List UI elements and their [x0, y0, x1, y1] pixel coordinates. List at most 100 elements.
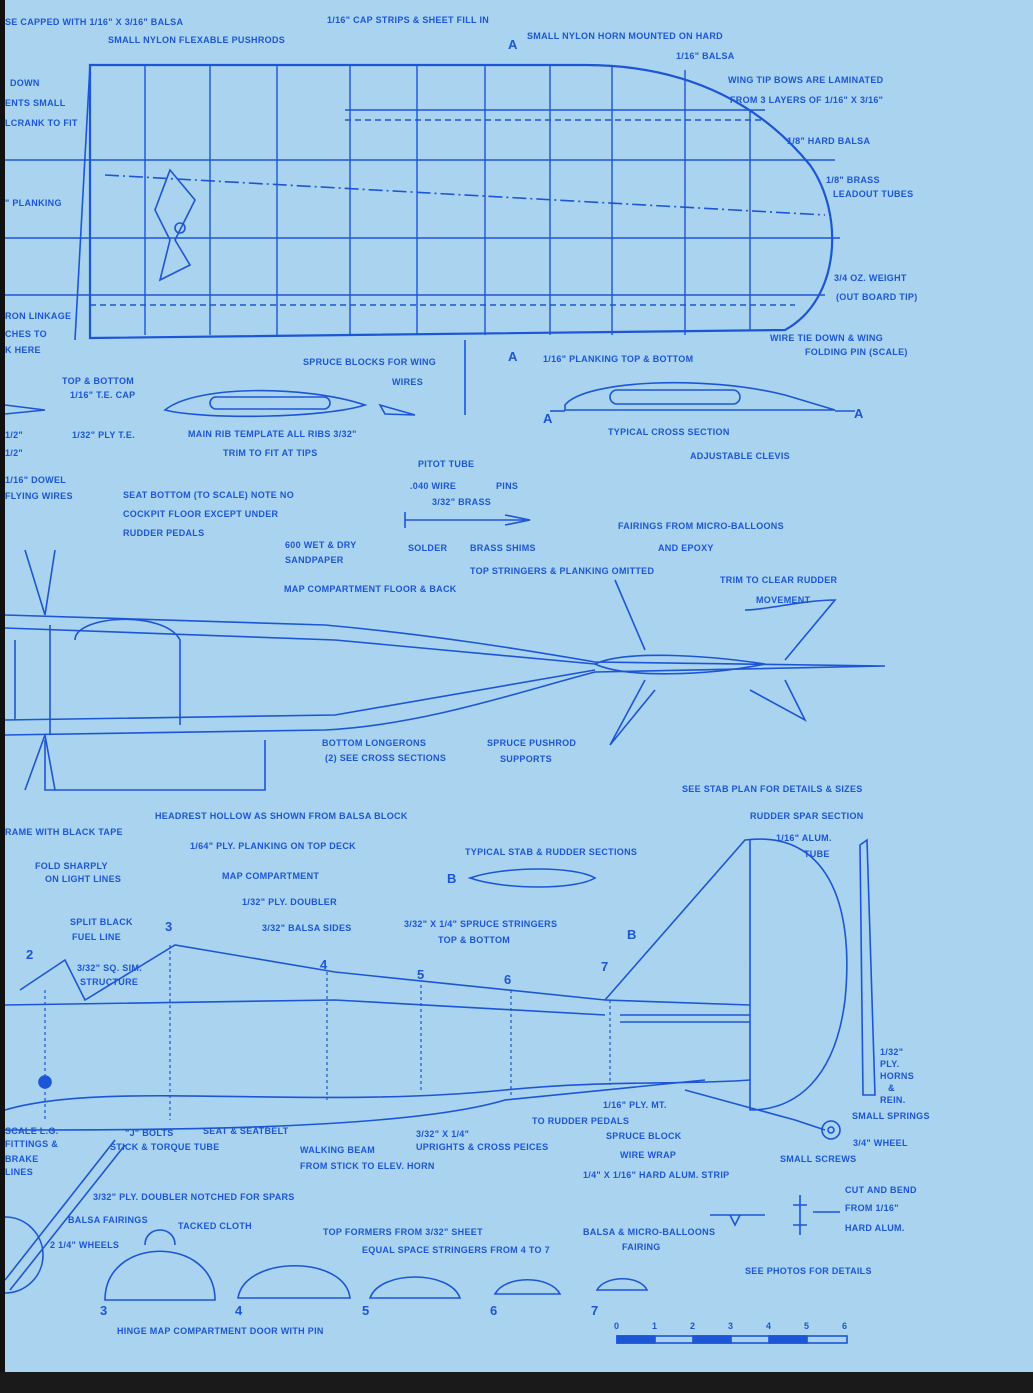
- annotation-hard-alum: HARD ALUM.: [845, 1223, 905, 1233]
- annotation-planking-tb: 1/16" PLANKING TOP & BOTTOM: [543, 354, 694, 364]
- annotation-stringers-omitted: TOP STRINGERS & PLANKING OMITTED: [470, 566, 655, 576]
- annotation-tacked-cloth: TACKED CLOTH: [178, 1221, 252, 1231]
- annotation-te-cap: 1/16" T.E. CAP: [70, 390, 136, 400]
- annotation-k-here: K HERE: [5, 345, 41, 355]
- annotation-cut-bend: CUT AND BEND: [845, 1185, 917, 1195]
- formers: [104, 1229, 649, 1301]
- annotation-b-right: B: [627, 927, 637, 942]
- annotation-clevis: ADJUSTABLE CLEVIS: [690, 451, 790, 461]
- annotation-st2: 2: [26, 947, 34, 962]
- annotation-top-bottom: TOP & BOTTOM: [438, 935, 511, 945]
- annotation-st3: 3: [165, 919, 173, 934]
- annotation-walking-beam: WALKING BEAM: [300, 1145, 376, 1155]
- annotation-longerons: BOTTOM LONGERONS: [322, 738, 427, 748]
- annotation-wire-wrap: WIRE WRAP: [620, 1150, 677, 1160]
- annotation-ply: PLY.: [880, 1059, 900, 1069]
- annotation-st7: 7: [601, 959, 609, 974]
- annotation-horns: HORNS: [880, 1071, 915, 1081]
- annotation-balsa-sides: 3/32" BALSA SIDES: [262, 923, 352, 933]
- annotation-doubler-notched: 3/32" PLY. DOUBLER NOTCHED FOR SPARS: [93, 1192, 295, 1202]
- annotation-headrest: HEADREST HOLLOW AS SHOWN FROM BALSA BLOC…: [155, 811, 408, 821]
- scale-bar: [616, 1335, 848, 1344]
- scale-tick-label: 2: [690, 1321, 696, 1331]
- annotation-pitot: PITOT TUBE: [418, 459, 475, 469]
- annotation-rib-template: MAIN RIB TEMPLATE ALL RIBS 3/32": [188, 429, 357, 439]
- scale-tick-label: 6: [842, 1321, 848, 1331]
- annotation-top-formers: TOP FORMERS FROM 3/32" SHEET: [323, 1227, 483, 1237]
- annotation-ply132: 1/32": [880, 1047, 904, 1057]
- fuselage-side-view: [5, 838, 848, 1294]
- annotation-f6: 6: [490, 1303, 498, 1318]
- annotation-spruce-block: SPRUCE BLOCK: [606, 1131, 682, 1141]
- annotation-ply-planking: 1/64" PLY. PLANKING ON TOP DECK: [190, 841, 356, 851]
- annotation-dowel: 1/16" DOWEL: [5, 475, 67, 485]
- annotation-wires: WIRES: [392, 377, 424, 387]
- annotation-f4: 4: [235, 1303, 243, 1318]
- annotation-brake: BRAKE: [5, 1154, 39, 1164]
- annotation-small-screws: SMALL SCREWS: [780, 1154, 857, 1164]
- annotation-scale-lg: SCALE L.G.: [5, 1126, 59, 1136]
- annotation-bellcrank: LCRANK TO FIT: [5, 118, 78, 128]
- annotation-rudder-spar: RUDDER SPAR SECTION: [750, 811, 864, 821]
- annotation-spruce-stringers: 3/32" X 1/4" SPRUCE STRINGERS: [404, 919, 558, 929]
- annotation-map-comp: MAP COMPARTMENT: [222, 871, 320, 881]
- annotation-seatbelt: SEAT & SEATBELT: [203, 1126, 289, 1136]
- annotation-amp: &: [888, 1083, 895, 1093]
- annotation-alum-strip: 1/4" X 1/16" HARD ALUM. STRIP: [583, 1170, 730, 1180]
- annotation-down: DOWN: [10, 78, 40, 88]
- annotation-cockpit-floor: COCKPIT FLOOR EXCEPT UNDER: [123, 509, 279, 519]
- annotation-seat-bottom: SEAT BOTTOM (TO SCALE) NOTE NO: [123, 490, 294, 500]
- annotation-movement: MOVEMENT: [756, 595, 811, 605]
- annotation-light-lines: ON LIGHT LINES: [45, 874, 122, 884]
- annotation-sq-sim: 3/32" SQ. SIM.: [77, 963, 142, 973]
- scale-tick-label: 1: [652, 1321, 658, 1331]
- annotation-ches-to: CHES TO: [5, 329, 47, 339]
- annotation-spruce-blocks: SPRUCE BLOCKS FOR WING: [303, 357, 437, 367]
- annotation-wheel34: 3/4" WHEEL: [853, 1138, 908, 1148]
- annotation-planking: " PLANKING: [5, 198, 62, 208]
- annotation-black-tape: RAME WITH BLACK TAPE: [5, 827, 123, 837]
- annotation-map-floor: MAP COMPARTMENT FLOOR & BACK: [284, 584, 457, 594]
- blueprint-sheet: SE CAPPED WITH 1/16" X 3/16" BALSA SMALL …: [5, 0, 1033, 1372]
- annotation-sandpaper-2: SANDPAPER: [285, 555, 344, 565]
- annotation-elev-horn: FROM STICK TO ELEV. HORN: [300, 1161, 435, 1171]
- wing-plan-view: [5, 63, 840, 415]
- annotation-rudder-pedals: RUDDER PEDALS: [123, 528, 205, 538]
- annotation-hinge: HINGE MAP COMPARTMENT DOOR WITH PIN: [117, 1326, 324, 1336]
- annotation-fairings: FAIRINGS FROM MICRO-BALLOONS: [618, 521, 784, 531]
- annotation-ply-mt: 1/16" PLY. MT.: [603, 1100, 667, 1110]
- annotation-cross-sections: (2) SEE CROSS SECTIONS: [325, 753, 447, 763]
- annotation-ents-small: ENTS SMALL: [5, 98, 66, 108]
- annotation-a-right: A: [854, 406, 864, 421]
- annotation-st6: 6: [504, 972, 512, 987]
- annotation-solder: SOLDER: [408, 543, 448, 553]
- annotation-weight: 3/4 OZ. WEIGHT: [834, 273, 907, 283]
- annotation-split-black: SPLIT BLACK: [70, 917, 133, 927]
- annotation-to-pedals: TO RUDDER PEDALS: [532, 1116, 630, 1126]
- annotation-aileron-linkage: RON LINKAGE: [5, 311, 72, 321]
- annotation-stab-plan: SEE STAB PLAN FOR DETAILS & SIZES: [682, 784, 863, 794]
- annotation-ply-doubler: 1/32" PLY. DOUBLER: [242, 897, 337, 907]
- annotation-pushrods: SMALL NYLON FLEXABLE PUSHRODS: [108, 35, 286, 45]
- annotation-flying-wires: FLYING WIRES: [5, 491, 73, 501]
- annotation-tie-down: WIRE TIE DOWN & WING: [770, 333, 883, 343]
- annotation-st5: 5: [417, 967, 425, 982]
- annotation-tube: TUBE: [804, 849, 830, 859]
- annotation-capped: SE CAPPED WITH 1/16" X 3/16" BALSA: [5, 17, 184, 27]
- annotation-spruce-pushrod: SPRUCE PUSHROD: [487, 738, 577, 748]
- annotation-fuel-line: FUEL LINE: [72, 932, 122, 942]
- annotation-epoxy: AND EPOXY: [658, 543, 714, 553]
- annotation-cap-strips: 1/16" CAP STRIPS & SHEET FILL IN: [327, 15, 490, 25]
- annotation-fairing: FAIRING: [622, 1242, 661, 1252]
- annotation-stick: STICK & TORQUE TUBE: [110, 1142, 220, 1152]
- annotation-fittings: FITTINGS &: [5, 1139, 58, 1149]
- scan-border: [0, 1372, 1033, 1393]
- annotation-ply-te: 1/32" PLY T.E.: [72, 430, 136, 440]
- annotation-j-bolts: "J" BOLTS: [125, 1128, 174, 1138]
- annotation-uprights-1: 3/32" X 1/4": [416, 1129, 470, 1139]
- annotation-springs: SMALL SPRINGS: [852, 1111, 930, 1121]
- annotation-structure: STRUCTURE: [80, 977, 139, 987]
- scale-tick-label: 0: [614, 1321, 620, 1331]
- annotation-outboard: (OUT BOARD TIP): [836, 292, 918, 302]
- annotation-micro-balloons: BALSA & MICRO-BALLOONS: [583, 1227, 716, 1237]
